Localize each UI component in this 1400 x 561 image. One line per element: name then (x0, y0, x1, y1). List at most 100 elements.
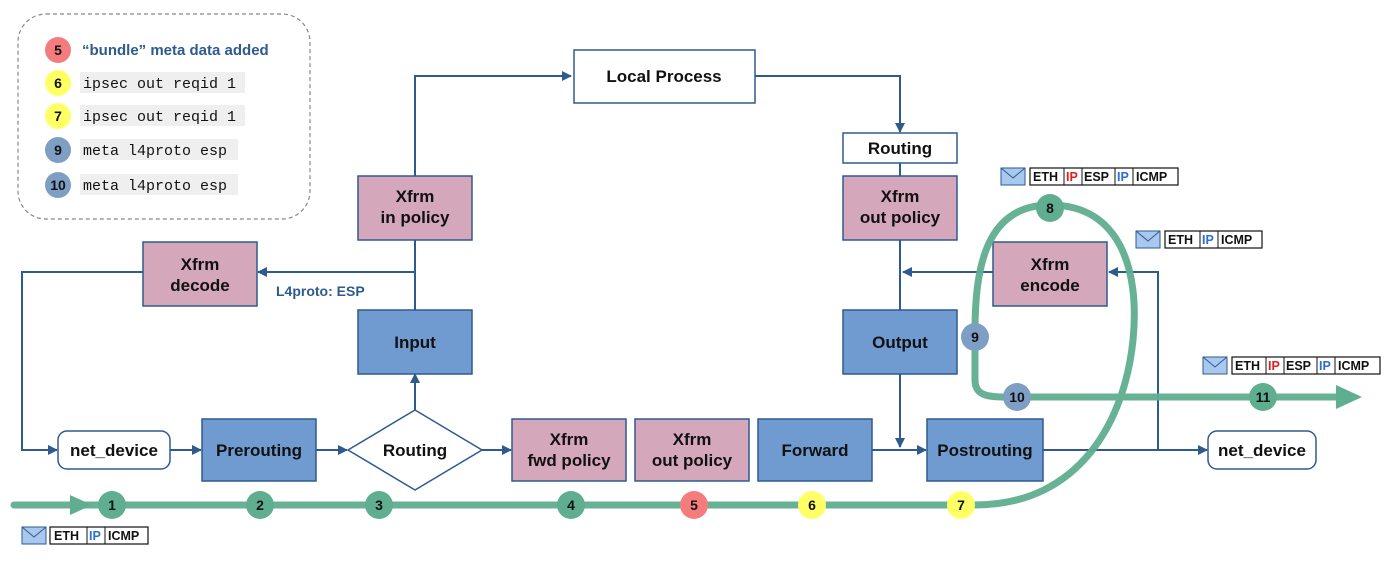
edge (21, 271, 143, 455)
svg-text:ICMP: ICMP (1221, 233, 1252, 247)
svg-text:ICMP: ICMP (108, 529, 139, 543)
step-badge: 10 (1003, 383, 1031, 411)
svg-text:1: 1 (108, 497, 116, 513)
svg-text:11: 11 (1256, 389, 1271, 405)
envelope-icon (1000, 167, 1026, 186)
svg-text:IP: IP (1319, 359, 1331, 373)
packet-in: ETH IP ICMP (21, 526, 149, 545)
xfrm-fwd-policy-label-2: fwd policy (527, 451, 611, 470)
legend-text: “bundle” meta data added (82, 42, 269, 59)
xfrm-fwd-policy-label-1: Xfrm (550, 430, 589, 449)
output-box (842, 309, 958, 375)
packet-mid: ETH IP ICMP (1135, 230, 1263, 249)
xfrm-out-policy-fwd-label-2: out policy (652, 451, 733, 470)
local-process-label: Local Process (606, 67, 721, 86)
step-badge: 11 (1249, 383, 1277, 411)
edge (414, 71, 572, 176)
forward-label: Forward (781, 441, 848, 460)
legend-badge-num: 6 (54, 75, 62, 91)
edge-label-esp: L4proto: ESP (276, 283, 365, 299)
legend-badge-num: 7 (54, 108, 62, 124)
xfrm-decode-label-2: decode (170, 276, 230, 295)
svg-text:IP: IP (1268, 359, 1280, 373)
envelope-icon (21, 526, 47, 545)
svg-text:IP: IP (1117, 170, 1129, 184)
svg-text:9: 9 (971, 329, 979, 345)
svg-text:5: 5 (690, 497, 698, 513)
svg-text:ETH: ETH (1168, 233, 1193, 247)
net-device-out-box (1207, 430, 1317, 470)
svg-text:2: 2 (256, 497, 264, 513)
legend-badge-num: 9 (54, 142, 62, 158)
envelope-icon (1202, 356, 1228, 375)
step-badge: 9 (961, 323, 989, 351)
svg-text:ESP: ESP (1084, 170, 1109, 184)
edge (1108, 267, 1159, 450)
postrouting-box (926, 418, 1044, 482)
output-label: Output (872, 333, 928, 352)
legend-badge (45, 70, 71, 96)
legend-text: ipsec out reqid 1 (83, 109, 236, 126)
xfrm-out-policy-top-label-2: out policy (860, 208, 941, 227)
packet-path-arrow-out (1336, 385, 1362, 409)
svg-text:IP: IP (1066, 170, 1078, 184)
packet-path-arrow-in (70, 495, 92, 515)
svg-text:ETH: ETH (54, 529, 79, 543)
step-badge: 6 (798, 491, 826, 519)
input-label: Input (394, 333, 436, 352)
net-device-in-box (57, 430, 171, 470)
xfrm-decode-label-1: Xfrm (181, 255, 220, 274)
xfrm-out-policy-top-box (842, 175, 958, 241)
local-process-box (573, 49, 756, 104)
envelope-icon (1135, 230, 1161, 249)
legend-text: meta l4proto esp (83, 178, 227, 195)
xfrm-encode-label-2: encode (1020, 276, 1080, 295)
routing-decision-diamond (346, 409, 484, 491)
svg-text:IP: IP (89, 529, 101, 543)
prerouting-label: Prerouting (216, 441, 302, 460)
legend-item: 7 ipsec out reqid 1 (45, 103, 245, 129)
xfrm-in-policy-label-2: in policy (381, 208, 451, 227)
xfrm-out-policy-fwd-box (634, 418, 750, 482)
prerouting-box (201, 418, 317, 482)
legend-item: 9 meta l4proto esp (45, 137, 238, 163)
packet-encrypted-out: ETH IP ESP IP ICMP (1202, 356, 1381, 375)
svg-text:ICMP: ICMP (1338, 359, 1369, 373)
xfrm-decode-box (142, 241, 258, 307)
routing-out-label: Routing (868, 139, 932, 158)
step-badge: 8 (1036, 194, 1064, 222)
legend-badge-num: 10 (50, 177, 66, 193)
svg-text:4: 4 (567, 497, 575, 513)
legend-badge (45, 137, 71, 163)
step-badge: 4 (557, 491, 585, 519)
packet-path (10, 201, 1344, 509)
xfrm-fwd-policy-box (511, 418, 627, 482)
legend-item: 6 ipsec out reqid 1 (45, 70, 245, 96)
svg-text:ESP: ESP (1286, 359, 1311, 373)
svg-text:ICMP: ICMP (1136, 170, 1167, 184)
xfrm-out-policy-fwd-label-1: Xfrm (673, 430, 712, 449)
xfrm-encode-label-1: Xfrm (1031, 255, 1070, 274)
step-badge: 5 (680, 491, 708, 519)
svg-text:ETH: ETH (1033, 170, 1058, 184)
net-device-out-label: net_device (1218, 441, 1306, 460)
legend-text: ipsec out reqid 1 (83, 76, 236, 93)
xfrm-in-policy-label-1: Xfrm (396, 187, 435, 206)
svg-text:10: 10 (1009, 389, 1025, 405)
legend-box (17, 13, 311, 220)
postrouting-label: Postrouting (937, 441, 1032, 460)
xfrm-in-policy-box (357, 175, 473, 241)
xfrm-out-policy-top-label-1: Xfrm (881, 187, 920, 206)
edge (755, 75, 905, 133)
packet-encrypted-top: ETH IP ESP IP ICMP (1000, 167, 1179, 186)
step-badge: 7 (947, 491, 975, 519)
legend-badge (45, 172, 71, 198)
step-badge: 3 (365, 491, 393, 519)
legend-badge-num: 5 (54, 42, 62, 58)
legend-item: 10 meta l4proto esp (45, 172, 238, 198)
svg-text:3: 3 (375, 497, 383, 513)
svg-text:6: 6 (808, 497, 816, 513)
step-badge: 2 (246, 491, 274, 519)
svg-text:8: 8 (1046, 200, 1054, 216)
